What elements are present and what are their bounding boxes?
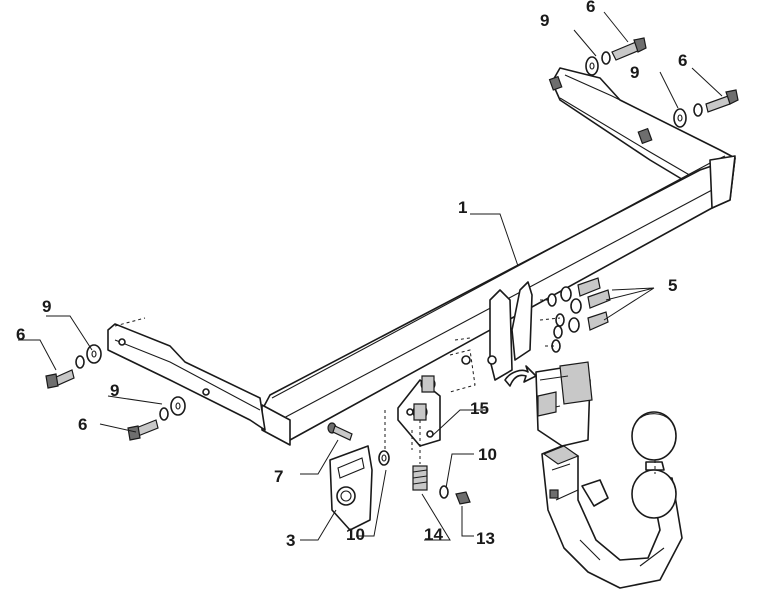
washer-left-lower-9 bbox=[159, 396, 186, 421]
bolt-top-left-6 bbox=[601, 37, 647, 65]
spring-14 bbox=[412, 465, 428, 491]
washer-left-upper-9 bbox=[75, 344, 102, 369]
label-bolt-left-lower: 6 bbox=[78, 415, 87, 434]
socket-plate-3 bbox=[329, 445, 373, 531]
direction-arrow bbox=[504, 365, 537, 387]
label-bolt-top-right: 6 bbox=[678, 51, 687, 70]
bolt-top-right-6 bbox=[693, 89, 739, 117]
label-bracket-bolts: 15 bbox=[470, 399, 489, 418]
label-washer-bottom-left: 10 bbox=[346, 525, 365, 544]
washer-top-left-9 bbox=[585, 56, 599, 76]
label-bolt-set: 5 bbox=[668, 276, 677, 295]
label-bolt-top-left: 6 bbox=[586, 0, 595, 16]
label-socket-plate: 3 bbox=[286, 531, 295, 550]
label-nut: 13 bbox=[476, 529, 495, 548]
leader-lines bbox=[18, 11, 723, 541]
label-washer-bottom-right: 10 bbox=[478, 445, 497, 464]
bracket-15 bbox=[397, 375, 441, 464]
label-screw: 7 bbox=[274, 467, 283, 486]
label-bolt-left-upper: 6 bbox=[16, 325, 25, 344]
washer-bottom-left-10 bbox=[378, 450, 390, 466]
screw-7 bbox=[327, 422, 353, 441]
label-washer-top-right: 9 bbox=[630, 63, 639, 82]
label-washer-top-left: 9 bbox=[540, 11, 549, 30]
washer-bottom-right-10 bbox=[439, 485, 449, 499]
washer-top-right-9 bbox=[673, 108, 687, 128]
bolt-set-5 bbox=[539, 277, 611, 353]
label-crossbar: 1 bbox=[458, 198, 467, 217]
label-spring: 14 bbox=[424, 525, 443, 544]
socket-housing bbox=[535, 361, 593, 447]
nut-13 bbox=[455, 491, 471, 505]
detachable-ball-neck bbox=[541, 411, 683, 589]
crossbar bbox=[107, 67, 736, 446]
bolt-left-lower-6 bbox=[127, 419, 159, 441]
label-washer-left-lower: 9 bbox=[110, 381, 119, 400]
label-washer-left-upper: 9 bbox=[42, 297, 51, 316]
bolt-left-upper-6 bbox=[45, 369, 75, 389]
